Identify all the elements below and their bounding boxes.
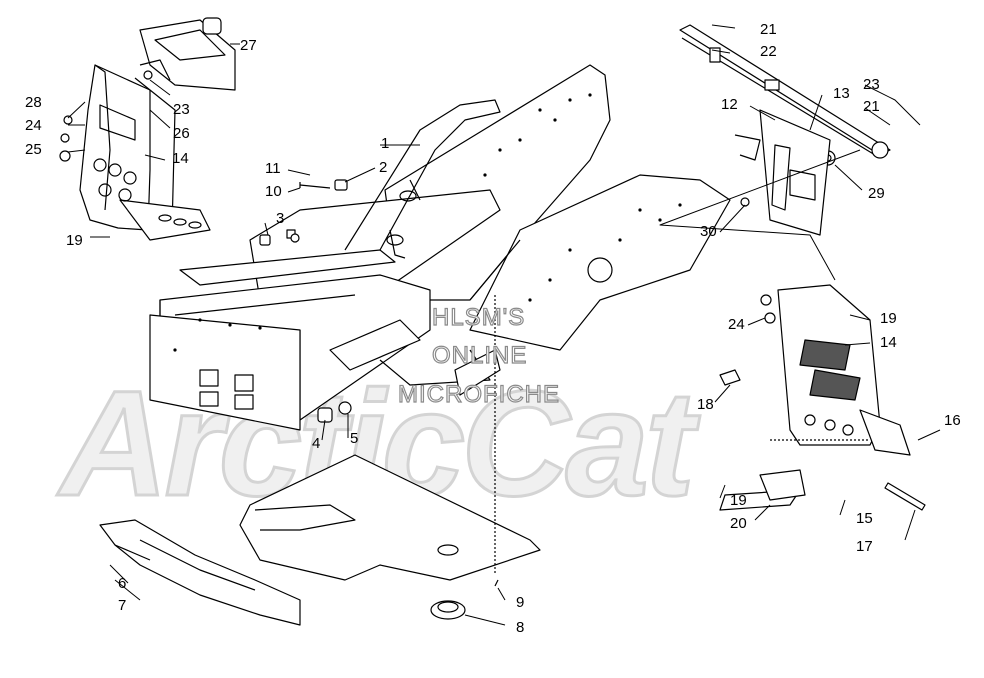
chassis-frame [149, 64, 731, 431]
callout-30: 30 [700, 223, 717, 240]
callout-28: 28 [25, 94, 42, 111]
callout-3: 3 [276, 210, 285, 227]
callout-24-left: 24 [25, 117, 42, 134]
callout-25: 25 [25, 141, 42, 158]
callout-21-right: 21 [863, 98, 880, 115]
watermark-line-1: HLSM'S [431, 304, 526, 331]
leader-lines [67, 24, 941, 626]
steering-support-left [79, 64, 211, 241]
steering-post [679, 24, 891, 236]
callout-14-left: 14 [172, 150, 189, 167]
callout-6: 6 [118, 575, 127, 592]
callout-2: 2 [379, 159, 388, 176]
callout-29: 29 [868, 185, 885, 202]
hardware [59, 70, 776, 324]
callout-19-left: 19 [66, 232, 83, 249]
watermark-line-3: MICROFICHE [397, 381, 560, 408]
callout-9: 9 [516, 594, 525, 611]
callout-19-bottom: 19 [730, 492, 747, 509]
callout-17: 17 [856, 538, 873, 555]
callout-20: 20 [730, 515, 747, 532]
callout-27: 27 [240, 37, 257, 54]
callout-12: 12 [721, 96, 738, 113]
callout-19-right: 19 [880, 310, 897, 327]
callout-13: 13 [833, 85, 850, 102]
callout-7: 7 [118, 597, 127, 614]
callout-1: 1 [381, 135, 390, 152]
callout-24-right: 24 [728, 316, 745, 333]
callout-22: 22 [760, 43, 777, 60]
callout-14-right: 14 [880, 334, 897, 351]
front-skid [99, 519, 301, 626]
callout-16: 16 [944, 412, 961, 429]
callout-15: 15 [856, 510, 873, 527]
callout-23-right: 23 [863, 76, 880, 93]
belly-pan [239, 295, 541, 620]
callout-23-left: 23 [173, 101, 190, 118]
callout-21-top: 21 [760, 21, 777, 38]
steering-bracket-top [139, 17, 236, 91]
callout-5: 5 [350, 430, 359, 447]
callout-10: 10 [265, 183, 282, 200]
callout-8: 8 [516, 619, 525, 636]
watermark-line-2: ONLINE [431, 342, 528, 369]
callout-18: 18 [697, 396, 714, 413]
callout-11: 11 [265, 160, 281, 177]
callout-4: 4 [312, 435, 321, 452]
footrest-right [719, 284, 926, 511]
callout-26: 26 [173, 125, 190, 142]
